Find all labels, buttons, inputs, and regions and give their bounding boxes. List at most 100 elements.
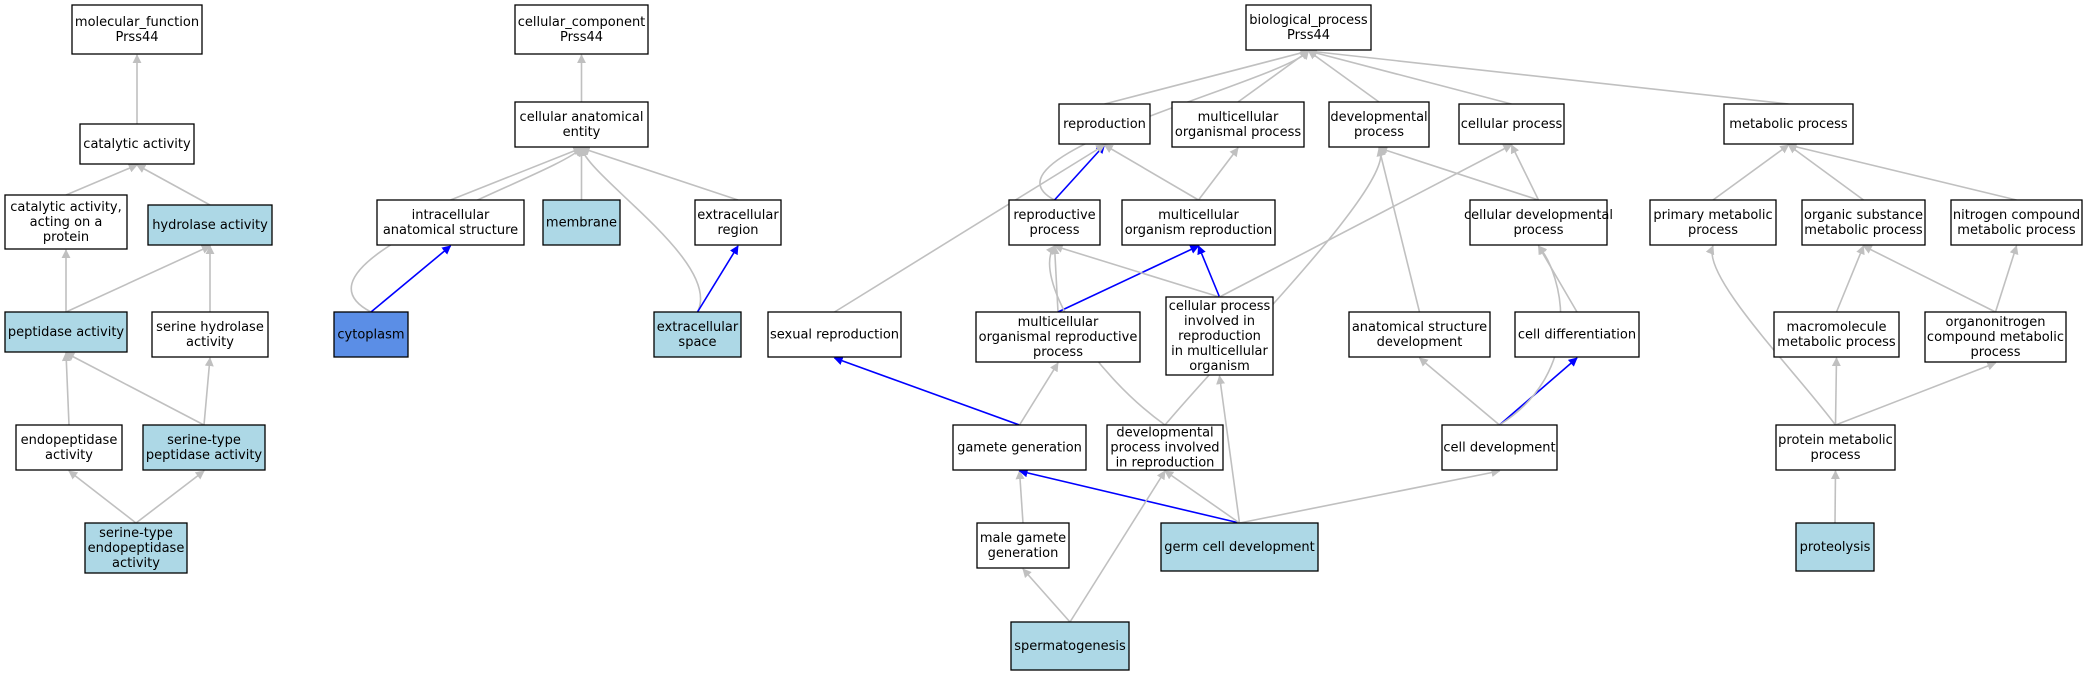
node-label: organism reproduction: [1125, 223, 1273, 238]
edge-nitro-to-metab: [1787, 142, 2017, 201]
node-box: [15, 424, 123, 471]
node-label: hydrolase activity: [152, 218, 268, 233]
edge-orgsub-to-metab: [1787, 144, 1864, 201]
node-sexrepro: sexual reproduction: [767, 311, 902, 358]
edge-sperm-to-malegam: [1022, 568, 1071, 623]
node-prot: proteolysis: [1795, 522, 1875, 572]
edge-repro-to-bp: [1104, 48, 1310, 105]
node-label: cellular anatomical: [520, 110, 644, 125]
node-label: extracellular: [697, 208, 779, 223]
node-box: [147, 204, 273, 246]
node-label: cell development: [1443, 441, 1555, 456]
node-label: nitrogen compound: [1953, 208, 2080, 223]
edge-protmet-to-organo: [1835, 361, 1997, 426]
edge-organo-to-nitro: [1994, 245, 2019, 313]
node-label: intracellular: [412, 208, 490, 223]
node-label: metabolic process: [1777, 335, 1896, 350]
edge-gamete-to-sexrepro: [833, 356, 1020, 426]
edge-celldevp-to-cellp: [1510, 144, 1540, 201]
node-germ: germ cell development: [1160, 522, 1319, 572]
edge-serpep-to-serhyd: [203, 357, 214, 426]
node-label: process: [1030, 223, 1080, 238]
node-label: proteolysis: [1800, 540, 1871, 555]
node-label: organismal reproductive: [979, 330, 1138, 345]
edge-hyd-to-cat: [136, 164, 211, 206]
node-box: [952, 424, 1087, 471]
node-memb: membrane: [542, 199, 621, 246]
node-label: involved in: [1184, 314, 1255, 329]
node-box: [333, 311, 409, 358]
node-box: [376, 199, 525, 246]
node-label: process: [1688, 223, 1738, 238]
node-label: development: [1377, 335, 1463, 350]
edge-celldev-to-celldiff: [1498, 357, 1578, 426]
node-box: [1165, 296, 1274, 376]
edge-sperm-to-devinv: [1069, 470, 1166, 623]
edge-multorgrepro-to-reprop: [1050, 245, 1060, 313]
node-label: serine-type: [167, 433, 241, 448]
node-celldev: cell development: [1441, 424, 1558, 471]
node-label: endopeptidase: [21, 433, 118, 448]
edge-multrepro-to-multorg: [1197, 147, 1239, 201]
node-box: [767, 311, 902, 358]
node-label: organic substance: [1804, 208, 1923, 223]
node-label: in multicellular: [1171, 344, 1268, 359]
node-hyd: hydrolase activity: [147, 204, 273, 246]
node-label: cellular process: [1461, 117, 1563, 132]
node-label: process: [1971, 345, 2021, 360]
node-box: [1723, 103, 1854, 145]
node-label: process: [1811, 448, 1861, 463]
node-cat: catalytic activity: [79, 123, 195, 165]
node-label: Prss44: [115, 30, 158, 45]
node-label: extracellular: [657, 320, 739, 335]
node-label: cytoplasm: [337, 328, 404, 343]
node-label: peptidase activity: [146, 448, 263, 463]
edge-cellp-to-bp: [1307, 48, 1512, 105]
edge-extsp-to-cae: [579, 147, 702, 313]
node-label: male gamete: [980, 531, 1066, 546]
node-label: acting on a: [30, 215, 103, 230]
node-sperm: spermatogenesis: [1010, 621, 1130, 671]
edge-cellpinv-to-multrepro: [1197, 245, 1221, 298]
node-label: protein: [43, 230, 89, 245]
node-box: [1171, 101, 1305, 148]
edge-gamete-to-multorgrepro: [1018, 362, 1059, 426]
node-box: [142, 424, 266, 471]
node-label: developmental: [1116, 426, 1213, 441]
edge-cyto-to-intra: [370, 245, 452, 313]
edge-extreg-to-cae: [580, 146, 739, 201]
node-label: cellular_component: [518, 15, 646, 30]
node-label: anatomical structure: [1352, 320, 1487, 335]
node-box: [1924, 311, 2067, 363]
node-label: activity: [186, 335, 234, 350]
node-label: Prss44: [1287, 28, 1330, 43]
node-label: space: [678, 335, 716, 350]
node-cellp: cellular process: [1458, 103, 1565, 145]
node-label: compound metabolic: [1927, 330, 2064, 345]
edge-protmet-to-macro: [1831, 357, 1841, 426]
edge-serpep-to-pep: [65, 352, 205, 426]
node-label: Prss44: [560, 30, 603, 45]
node-label: multicellular: [1158, 208, 1239, 223]
edge-serendo-to-serpep: [135, 470, 205, 524]
node-label: cellular process: [1169, 299, 1271, 314]
node-metab: metabolic process: [1723, 103, 1854, 145]
node-label: anatomical structure: [383, 223, 518, 238]
edge-celldev-to-anat: [1418, 357, 1501, 426]
